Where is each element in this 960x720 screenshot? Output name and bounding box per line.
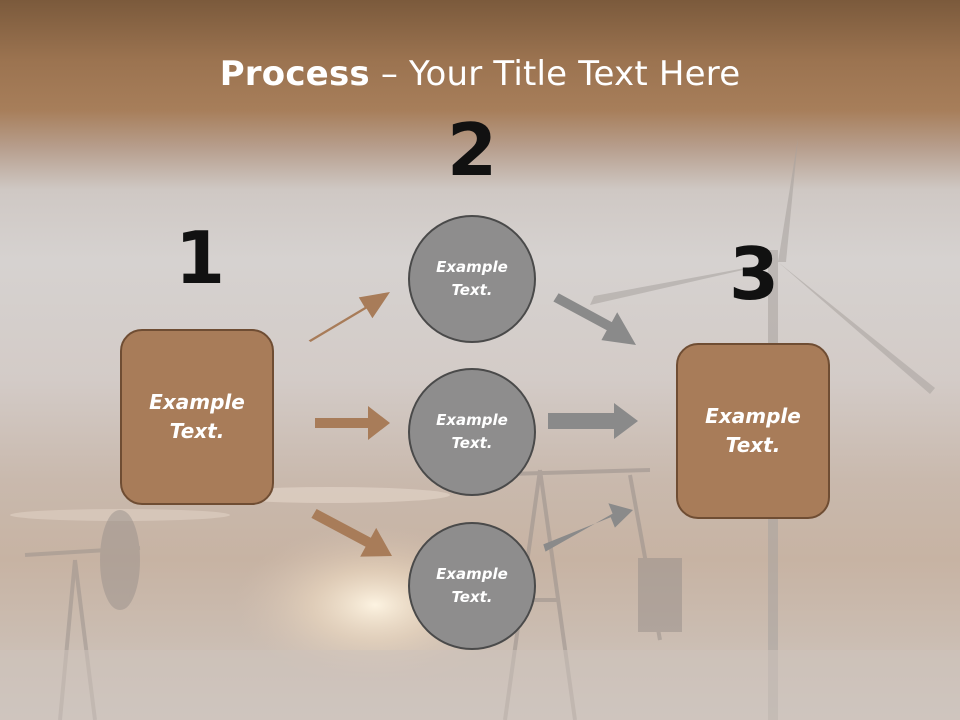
step-number-1: 1 bbox=[174, 216, 226, 300]
title-rest: – Your Title Text Here bbox=[369, 54, 741, 94]
left-box-text: Example Text. bbox=[149, 390, 245, 443]
right-box: Example Text. bbox=[676, 343, 830, 519]
arrow-down-right-icon bbox=[311, 509, 392, 557]
step-number-2: 2 bbox=[446, 108, 498, 192]
step-number-3: 3 bbox=[728, 232, 780, 316]
arrow-up-right-icon bbox=[308, 292, 390, 342]
circle-middle: Example Text. bbox=[408, 368, 536, 496]
circle-middle-text: Example Text. bbox=[436, 411, 508, 452]
arrow-right-icon bbox=[315, 406, 390, 440]
arrow-down-right-icon bbox=[553, 293, 636, 345]
arrow-right-icon bbox=[548, 403, 638, 439]
circle-bottom-text: Example Text. bbox=[436, 565, 508, 606]
circle-bottom: Example Text. bbox=[408, 522, 536, 650]
circle-top-text: Example Text. bbox=[436, 258, 508, 299]
right-box-text: Example Text. bbox=[705, 404, 801, 457]
left-box: Example Text. bbox=[120, 329, 274, 505]
title-bold: Process bbox=[219, 54, 370, 94]
arrow-up-right-icon bbox=[543, 503, 633, 552]
slide-title: Process – Your Title Text Here bbox=[0, 52, 960, 96]
circle-top: Example Text. bbox=[408, 215, 536, 343]
